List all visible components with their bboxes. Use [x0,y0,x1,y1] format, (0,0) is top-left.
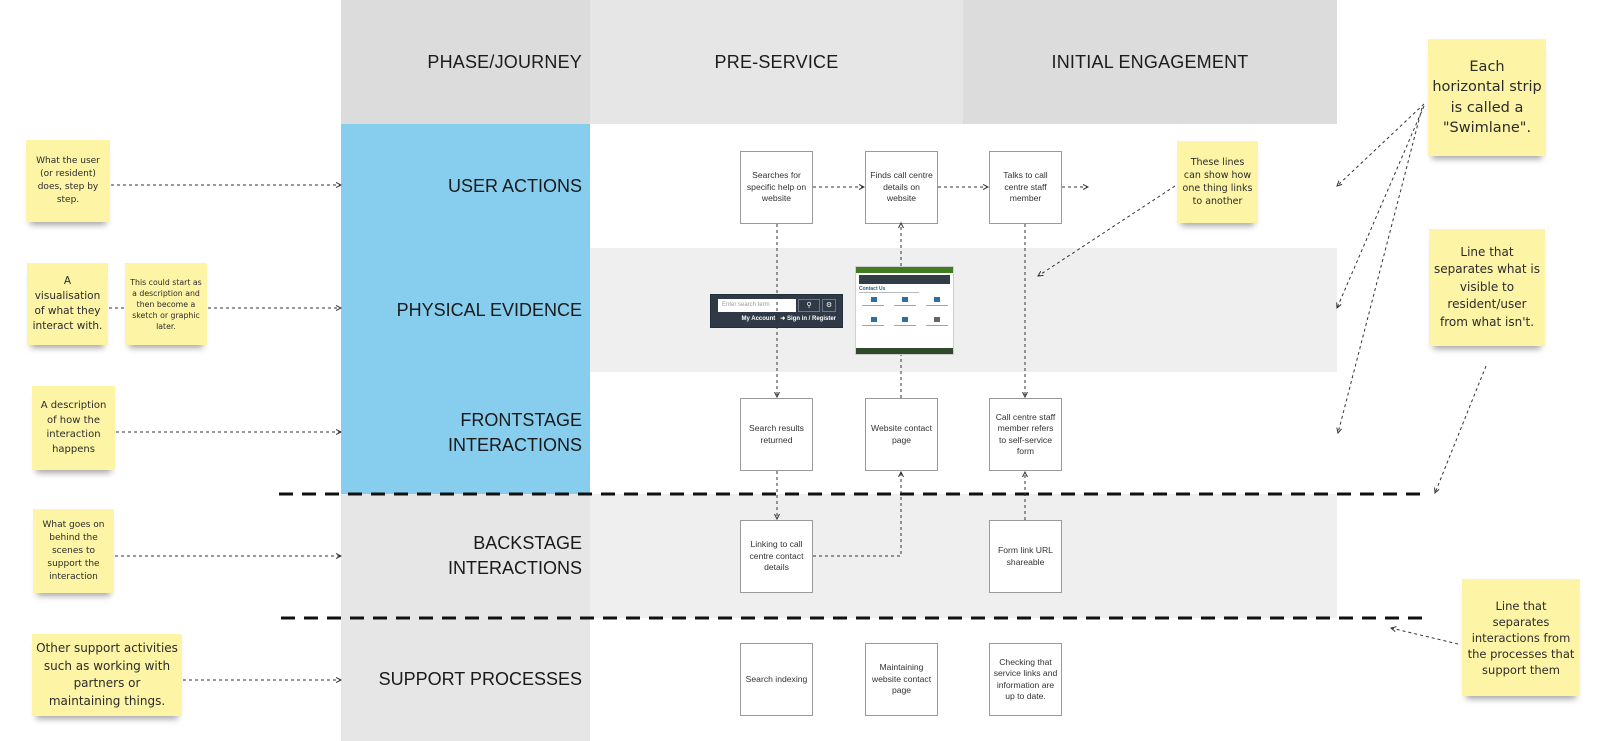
calendar-icon [902,317,908,322]
swimlane-label-support: SUPPORT PROCESSES [341,618,590,741]
step-text: Search results returned [749,423,804,445]
sticky-note-text: Other support activities such as working… [36,641,178,708]
contact-option-text [926,305,948,306]
connector-internal-note-to-line [1391,628,1459,645]
contact-page-banner [859,275,950,284]
contact-page-intro [859,292,919,293]
search-icon: ⚲ [798,299,820,312]
step-text: Searches for specific help on website [746,170,807,204]
swimlane-label-text: BACKSTAGE INTERACTIONS [447,533,582,578]
swimlane-label-text: USER ACTIONS [447,175,582,196]
step-text: Talks to call centre staff member [1003,170,1048,204]
step-box-staff-refers-form[interactable]: Call centre staff member refers to self-… [989,398,1062,471]
connector-swimlane-to-frontstage [1338,107,1423,433]
sticky-note-physical-evidence-extra[interactable]: This could start as a description and th… [125,263,207,345]
swimlane-label-physical-evidence: PHYSICAL EVIDENCE [341,248,590,372]
account-links: My Account ➜ Sign in / Register [741,315,836,322]
swimlane-label-frontstage: FRONTSTAGE INTERACTIONS [341,372,590,494]
header-initial-engagement-label: INITIAL ENGAGEMENT [1051,51,1249,72]
sticky-note-support[interactable]: Other support activities such as working… [32,634,182,716]
header-phase-journey: PHASE/JOURNEY [341,0,590,124]
contact-option-text [894,325,916,326]
sticky-note-frontstage[interactable]: A description of how the interaction hap… [32,386,115,470]
step-box-search-indexing[interactable]: Search indexing [740,643,813,716]
sticky-note-physical-evidence[interactable]: A visualisation of what they interact wi… [27,263,108,345]
sticky-note-text: These lines can show how one thing links… [1182,156,1253,208]
step-box-website-contact-page[interactable]: Website contact page [865,398,938,471]
step-text: Checking that service links and informat… [993,656,1058,702]
sticky-note-text: Line that separates interactions from th… [1467,598,1575,677]
connector-swimlane-to-physical-evidence [1337,105,1425,308]
swimlane-label-backstage: BACKSTAGE INTERACTIONS [341,494,590,618]
header-phase-journey-label: PHASE/JOURNEY [427,51,582,72]
sticky-note-text: A description of how the interaction hap… [40,400,107,455]
my-account-link: My Account [741,316,776,322]
sticky-note-links[interactable]: These lines can show how one thing links… [1177,141,1258,223]
sticky-note-text: This could start as a description and th… [130,277,202,331]
contact-option-text [926,325,948,326]
step-box-form-link-url[interactable]: Form link URL shareable [989,520,1062,593]
sticky-note-backstage[interactable]: What goes on behind the scenes to suppor… [33,509,114,593]
sign-in-link: Sign in / Register [786,316,836,322]
sticky-note-user-actions[interactable]: What the user (or resident) does, step b… [26,140,110,222]
step-text: Call centre staff member refers to self-… [995,411,1056,457]
contact-page-topbar [856,267,953,273]
gear-icon: ⚙ [822,299,836,312]
contact-page-footer [856,348,953,354]
step-text: Maintaining website contact page [871,662,932,696]
step-text: Search indexing [745,673,808,684]
sticky-note-text: What goes on behind the scenes to suppor… [42,519,105,582]
header-pre-service-label: PRE-SERVICE [714,51,839,72]
sign-in-icon: ➜ [780,316,786,322]
swimlane-label-text: SUPPORT PROCESSES [378,669,582,689]
phone-icon [934,297,940,302]
swimlane-label-text: PHYSICAL EVIDENCE [396,299,582,320]
chat-icon [871,297,877,302]
swimlane-band-backstage [590,494,1337,618]
sticky-note-text: A visualisation of what they interact wi… [32,275,103,332]
sticky-note-line-of-visibility[interactable]: Line that separates what is visible to r… [1429,229,1545,346]
swimlane-label-text: FRONTSTAGE INTERACTIONS [447,410,582,455]
sticky-note-text: Each horizontal strip is called a "Swiml… [1432,58,1542,137]
sticky-note-swimlane[interactable]: Each horizontal strip is called a "Swiml… [1428,39,1546,156]
feedback-icon [871,317,877,322]
swimlane-label-user-actions: USER ACTIONS [341,124,590,248]
search-widget-screenshot: Enter search term ⚲ ⚙ My Account ➜ Sign … [710,294,843,328]
step-box-checking-links[interactable]: Checking that service links and informat… [989,643,1062,716]
header-initial-engagement: INITIAL ENGAGEMENT [963,0,1337,124]
sticky-note-text: Line that separates what is visible to r… [1434,244,1540,329]
step-box-search-results[interactable]: Search results returned [740,398,813,471]
header-pre-service: PRE-SERVICE [590,0,963,124]
contact-option-text [862,305,884,306]
swimlane-band-physical-evidence [590,248,1337,372]
step-text: Form link URL shareable [998,545,1053,567]
step-box-maintaining-contact-page[interactable]: Maintaining website contact page [865,643,938,716]
step-box-finds-call-centre[interactable]: Finds call centre details on website [865,151,938,224]
sticky-note-text: What the user (or resident) does, step b… [36,156,100,205]
step-text: Website contact page [871,423,932,445]
search-input: Enter search term [718,299,796,312]
contact-page-screenshot: Contact Us [855,266,954,355]
connector-visibility-note-to-line [1435,365,1487,493]
step-box-linking-contact-details[interactable]: Linking to call centre contact details [740,520,813,593]
contact-option-text [862,325,884,326]
connector-swimlane-to-user-actions [1337,103,1425,186]
sticky-note-line-of-internal-interaction[interactable]: Line that separates interactions from th… [1462,579,1580,696]
step-box-talks-to-staff[interactable]: Talks to call centre staff member [989,151,1062,224]
step-box-searches-help[interactable]: Searches for specific help on website [740,151,813,224]
contact-option-text [894,305,916,306]
step-text: Linking to call centre contact details [749,539,804,573]
message-icon [902,297,908,302]
step-text: Finds call centre details on website [870,170,933,204]
contact-page-title: Contact Us [859,286,886,292]
help-icon [934,317,940,322]
